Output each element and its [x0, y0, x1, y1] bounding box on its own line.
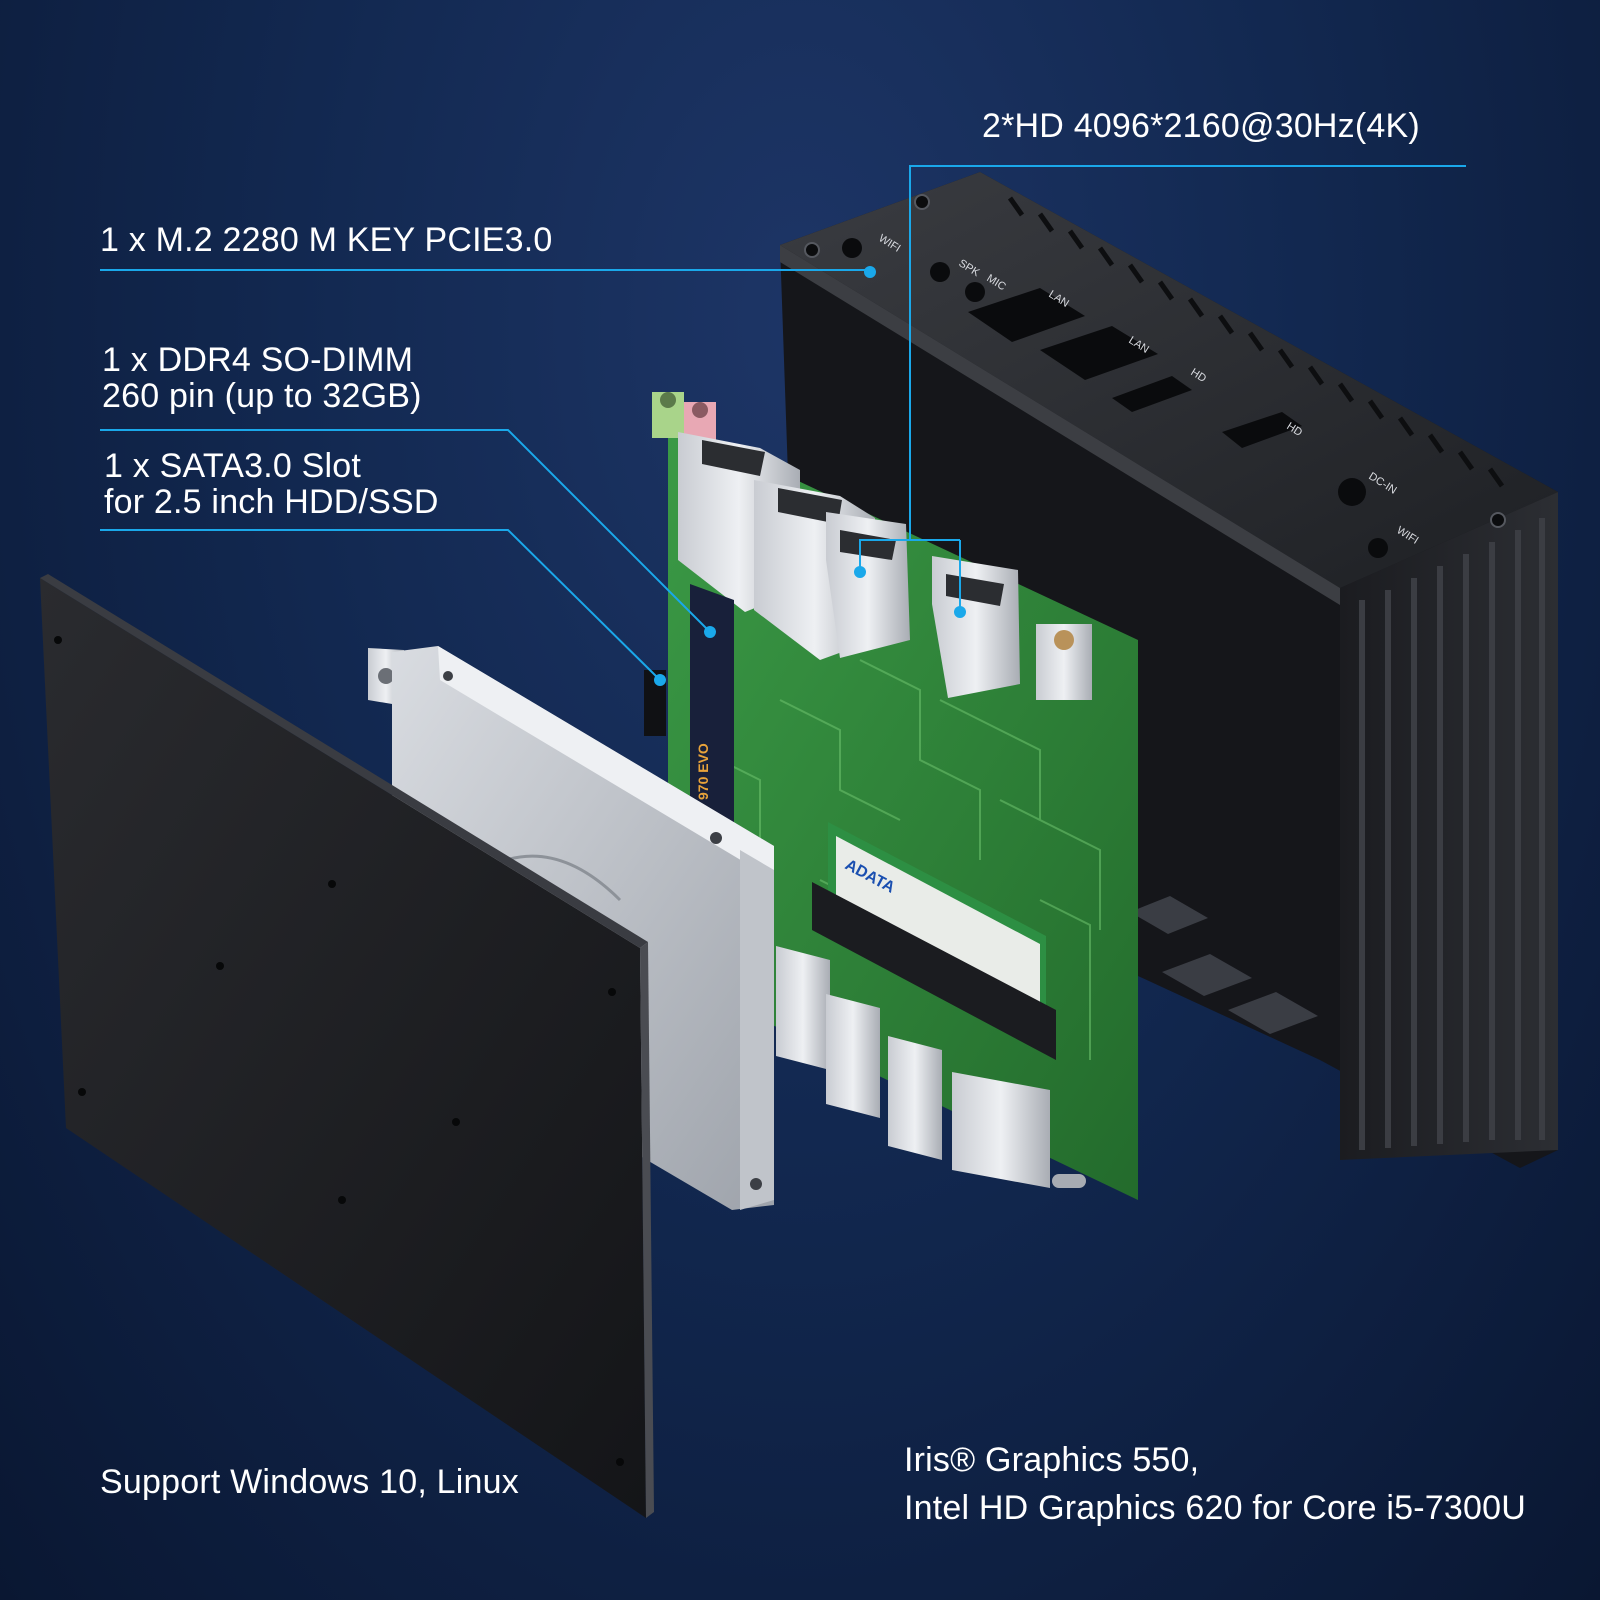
usb-ports: [776, 946, 1086, 1188]
callout-lines: [100, 165, 1466, 681]
case-enclosure: WIFI SPK MIC LAN LAN HD HD DC-IN WIFI: [780, 172, 1558, 1168]
ddr4-memory-module: ADATA: [812, 822, 1056, 1060]
speaker-jack-hole: [930, 262, 950, 282]
heatsink-fins: [1359, 518, 1545, 1150]
sata-connector: [644, 670, 666, 736]
case-screw-holes: [804, 194, 1506, 528]
callout-line-ddr4: [100, 429, 711, 633]
callout-ddr4-line-2: 260 pin (up to 32GB): [102, 377, 422, 415]
panel-screw-holes: [54, 636, 624, 1466]
callout-dot-sata: [654, 674, 666, 686]
callout-dot-hdmi-2: [954, 606, 966, 618]
callout-dot-hdmi-1: [854, 566, 866, 578]
hdmi-ports: [826, 512, 1020, 698]
motherboard: 970 EVO ADATA: [644, 392, 1138, 1200]
top-vent-slots: [1007, 196, 1505, 488]
graphics-line-2: Intel HD Graphics 620 for Core i5-7300U: [904, 1489, 1526, 1527]
callout-m2-spec: 1 x M.2 2280 M KEY PCIE3.0: [100, 221, 553, 259]
callout-ddr4-spec: 1 x DDR4 SO-DIMM 260 pin (up to 32GB): [102, 342, 422, 414]
dc-in-hole: [1338, 478, 1366, 506]
bottom-cover-panel: [40, 574, 654, 1518]
callout-sata-spec: 1 x SATA3.0 Slot for 2.5 inch HDD/SSD: [104, 448, 439, 520]
callout-sata-line-2: for 2.5 inch HDD/SSD: [104, 483, 439, 521]
callout-hdmi-spec: 2*HD 4096*2160@30Hz(4K): [982, 107, 1420, 145]
lan-cutout-1: [968, 288, 1085, 342]
callout-dots: [654, 266, 966, 686]
m2-nvme-ssd: 970 EVO: [690, 584, 734, 830]
wifi-antenna-hole-2: [1368, 538, 1388, 558]
lan-cutout-2: [1040, 326, 1158, 380]
case-heatsink-side: [1340, 492, 1558, 1160]
callout-sata-line-1: 1 x SATA3.0 Slot: [104, 447, 362, 485]
graphics-spec-text: Iris® Graphics 550, Intel HD Graphics 62…: [904, 1436, 1526, 1532]
wifi-antenna-connector: [1036, 624, 1092, 700]
wifi-antenna-hole: [842, 238, 862, 258]
hdmi-cutout-2: [1222, 412, 1302, 448]
ssd-model-text: 970 EVO: [695, 743, 711, 800]
hdmi-cutout-1: [1112, 376, 1192, 412]
case-floor-vents: [1130, 896, 1318, 1034]
callout-ddr4-line-1: 1 x DDR4 SO-DIMM: [102, 341, 414, 379]
callout-dot-m2: [864, 266, 876, 278]
callout-dot-ddr4: [704, 626, 716, 638]
graphics-line-1: Iris® Graphics 550,: [904, 1441, 1200, 1479]
case-port-panel: [780, 245, 1340, 605]
case-port-cutouts: [842, 238, 1388, 558]
os-support-text: Support Windows 10, Linux: [100, 1463, 519, 1501]
callout-line-sata: [100, 529, 661, 681]
mic-jack-hole: [965, 282, 985, 302]
